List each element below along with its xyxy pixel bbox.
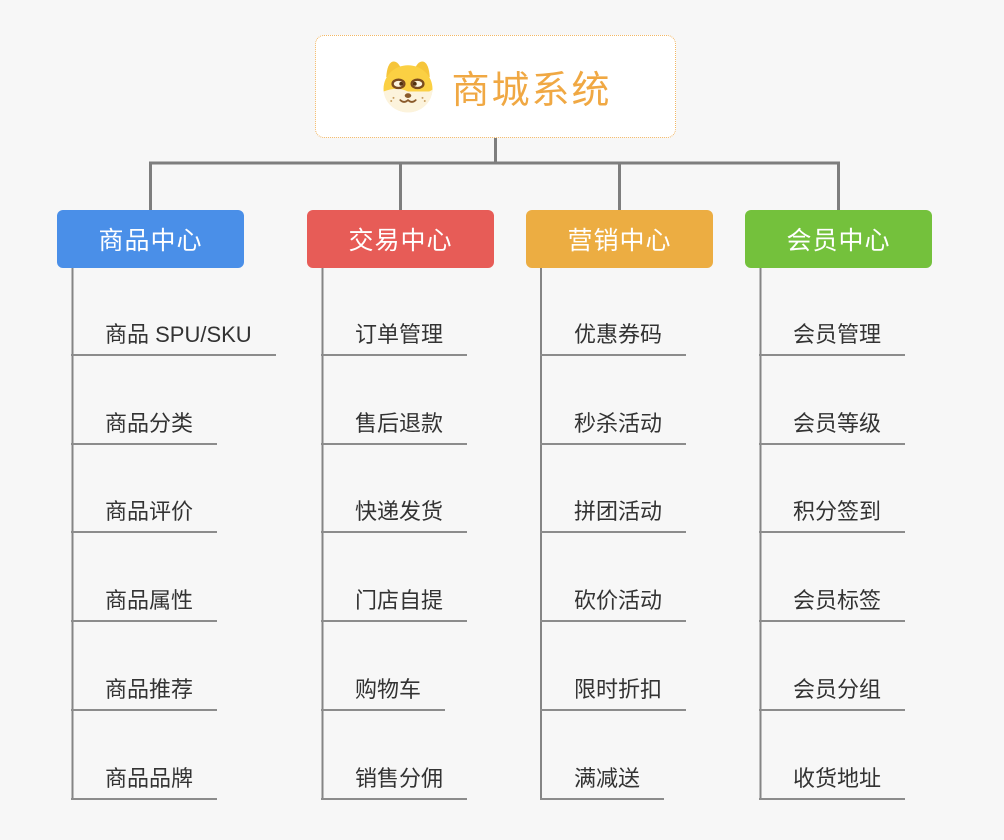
branch-node-marketing-center[interactable]: 营销中心 — [526, 210, 713, 268]
leaf-node[interactable]: 快递发货 — [321, 499, 468, 533]
leaf-node[interactable]: 商品推荐 — [71, 677, 218, 711]
leaf-node[interactable]: 会员分组 — [759, 677, 906, 711]
leaf-node[interactable]: 优惠券码 — [540, 322, 687, 356]
leaf-node[interactable]: 购物车 — [321, 677, 446, 711]
leaf-node[interactable]: 商品 SPU/SKU — [71, 322, 276, 356]
leaf-node[interactable]: 商品分类 — [71, 411, 218, 445]
root-title: 商城系统 — [451, 70, 612, 112]
leaf-node[interactable]: 商品品牌 — [71, 766, 218, 800]
leaf-node[interactable]: 门店自提 — [321, 588, 468, 622]
leaf-node[interactable]: 收货地址 — [759, 766, 906, 800]
leaf-node[interactable]: 订单管理 — [321, 322, 468, 356]
root-node[interactable]: 商城系统 — [315, 35, 676, 138]
leaf-node[interactable]: 砍价活动 — [540, 588, 687, 622]
leaf-node[interactable]: 会员等级 — [759, 411, 906, 445]
leaf-node[interactable]: 会员标签 — [759, 588, 906, 622]
branch-node-member-center[interactable]: 会员中心 — [745, 210, 932, 268]
doge-face-icon — [379, 60, 437, 114]
leaf-node[interactable]: 满减送 — [540, 766, 665, 800]
leaf-node[interactable]: 售后退款 — [321, 411, 468, 445]
leaf-node[interactable]: 会员管理 — [759, 322, 906, 356]
leaf-node[interactable]: 积分签到 — [759, 499, 906, 533]
leaf-node[interactable]: 限时折扣 — [540, 677, 687, 711]
leaf-node[interactable]: 拼团活动 — [540, 499, 687, 533]
leaf-node[interactable]: 秒杀活动 — [540, 411, 687, 445]
branch-node-product-center[interactable]: 商品中心 — [57, 210, 244, 268]
leaf-node[interactable]: 商品评价 — [71, 499, 218, 533]
leaf-node[interactable]: 销售分佣 — [321, 766, 468, 800]
branch-node-trade-center[interactable]: 交易中心 — [307, 210, 494, 268]
leaf-node[interactable]: 商品属性 — [71, 588, 218, 622]
